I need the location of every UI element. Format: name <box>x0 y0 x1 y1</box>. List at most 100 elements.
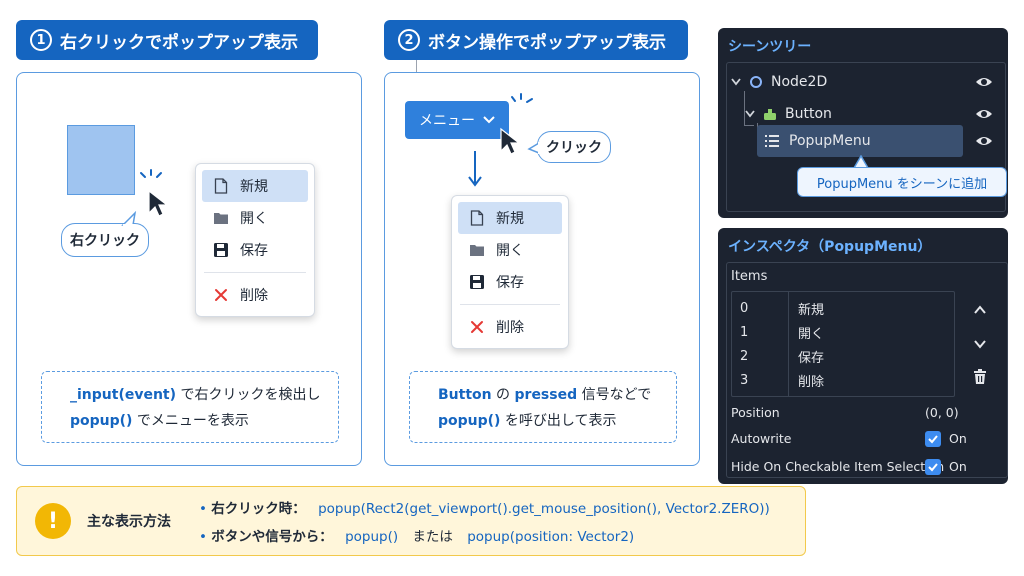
trash-icon[interactable] <box>973 369 987 385</box>
section2-note-line1: Button の pressed 信号などで <box>438 382 662 408</box>
menu-button[interactable]: メニュー <box>405 101 509 139</box>
section1-panel: 右クリック 新規 開く 保存 削除 <box>16 72 362 466</box>
click-callout-label: クリック <box>546 140 602 156</box>
note-code-input: _input(event) <box>70 387 177 403</box>
mouse-cursor-icon <box>148 189 169 217</box>
section2-number: 2 <box>398 29 420 51</box>
scene-tree-title: シーンツリー <box>728 39 812 55</box>
menu-item-delete-label: 削除 <box>240 288 268 304</box>
inspector-title: インスペクタ（PopupMenu） <box>728 239 932 255</box>
folder-icon <box>468 241 486 259</box>
menu-item-save[interactable]: 保存 <box>458 266 562 298</box>
menu-button-label: メニュー <box>419 113 475 129</box>
menu-item-open[interactable]: 開く <box>202 202 308 234</box>
right-click-callout: 右クリック <box>61 223 149 257</box>
click-callout: クリック <box>537 131 611 163</box>
window-rectangle <box>67 125 135 195</box>
items-row[interactable]: 3 削除 <box>732 368 956 392</box>
position-label: Position <box>731 405 780 420</box>
autowrite-label: Autowrite <box>731 431 792 446</box>
list-icon <box>765 135 779 147</box>
menu-item-new[interactable]: 新規 <box>458 202 562 234</box>
tooltip-label: PopupMenu をシーンに追加 <box>816 176 988 192</box>
summary-line2-code2: popup(position: Vector2) <box>467 529 635 545</box>
menu-item-save-label: 保存 <box>496 275 524 291</box>
menu-item-delete-label: 削除 <box>496 320 524 336</box>
warning-icon: ! <box>35 503 71 539</box>
menu-item-save-label: 保存 <box>240 243 268 259</box>
section2-panel: メニュー クリック 新規 開く <box>384 72 700 466</box>
hide-checkable-value: On <box>949 459 967 474</box>
position-value[interactable]: (0, 0) <box>925 405 959 420</box>
tree-row-button[interactable]: Button <box>741 99 1005 129</box>
tree-row-popupmenu[interactable]: PopupMenu <box>757 125 963 157</box>
collapse-chevron-icon <box>731 78 741 86</box>
delete-x-icon <box>468 318 486 336</box>
menu-item-delete[interactable]: 削除 <box>202 279 308 311</box>
tree-node-label: PopupMenu <box>789 133 871 149</box>
new-file-icon <box>468 209 486 227</box>
save-icon <box>468 273 486 291</box>
check-icon <box>928 435 938 444</box>
down-arrow-icon <box>468 151 482 187</box>
move-up-icon[interactable] <box>973 305 987 315</box>
summary-line1: • 右クリック時： popup(Rect2(get_viewport().get… <box>199 497 770 517</box>
section2-heading: 2 ボタン操作でポップアップ表示 <box>384 20 688 60</box>
menu-item-new-label: 新規 <box>240 179 268 195</box>
note-text: でメニューを表示 <box>132 413 249 429</box>
menu-item-save[interactable]: 保存 <box>202 234 308 266</box>
section1-title: 右クリックでポップアップ表示 <box>60 32 298 53</box>
item-index: 0 <box>740 300 749 316</box>
note-code-button: Button <box>438 387 492 403</box>
item-text: 開く <box>798 326 825 342</box>
visibility-eye-icon[interactable] <box>975 105 993 123</box>
menu-item-delete[interactable]: 削除 <box>458 311 562 343</box>
summary-line2-label: ボタンや信号から： <box>211 529 333 545</box>
move-down-icon[interactable] <box>973 339 987 349</box>
right-click-callout-label: 右クリック <box>70 233 140 249</box>
item-text: 削除 <box>798 374 825 390</box>
note-text: を呼び出して表示 <box>500 413 617 429</box>
section1-note: _input(event) で右クリックを検出し popup() でメニューを表… <box>41 371 339 443</box>
menu-item-new[interactable]: 新規 <box>202 170 308 202</box>
section1-note-line1: _input(event) で右クリックを検出し <box>70 382 324 408</box>
section1-heading: 1 右クリックでポップアップ表示 <box>16 20 318 60</box>
hide-checkable-checkbox[interactable] <box>925 459 941 475</box>
note-text: で右クリックを検出し <box>176 387 321 403</box>
collapse-chevron-icon <box>745 110 755 118</box>
items-row[interactable]: 0 新規 <box>732 296 956 320</box>
note-text: 信号などで <box>577 387 652 403</box>
button-node-icon <box>764 109 776 120</box>
callout-pointer <box>121 211 137 227</box>
visibility-eye-icon[interactable] <box>975 73 993 91</box>
summary-heading: 主な表示方法 <box>87 514 171 530</box>
menu-item-new-label: 新規 <box>496 211 524 227</box>
check-icon <box>928 463 938 472</box>
item-index: 3 <box>740 372 749 388</box>
summary-line2-code1: popup() <box>345 529 399 545</box>
summary-line1-code: popup(Rect2(get_viewport().get_mouse_pos… <box>318 501 770 517</box>
visibility-eye-icon[interactable] <box>975 132 993 150</box>
delete-x-icon <box>212 286 230 304</box>
item-index: 2 <box>740 348 749 364</box>
section1-note-line2: popup() でメニューを表示 <box>70 408 324 434</box>
folder-icon <box>212 209 230 227</box>
click-sparks-icon <box>140 169 162 178</box>
tree-line <box>744 91 745 125</box>
items-table-divider <box>788 292 789 396</box>
menu-item-open[interactable]: 開く <box>458 234 562 266</box>
item-text: 新規 <box>798 302 825 318</box>
autowrite-checkbox[interactable] <box>925 431 941 447</box>
add-to-scene-tooltip: PopupMenu をシーンに追加 <box>797 167 1007 197</box>
summary-line2: • ボタンや信号から： popup() または popup(position: … <box>199 525 634 545</box>
section2-note-line2: popup() を呼び出して表示 <box>438 408 662 434</box>
node2d-icon <box>750 76 762 88</box>
tree-row-node2d[interactable]: Node2D <box>727 67 1005 97</box>
section2-note: Button の pressed 信号などで popup() を呼び出して表示 <box>409 371 677 443</box>
note-code-popup: popup() <box>70 413 133 429</box>
save-icon <box>212 241 230 259</box>
